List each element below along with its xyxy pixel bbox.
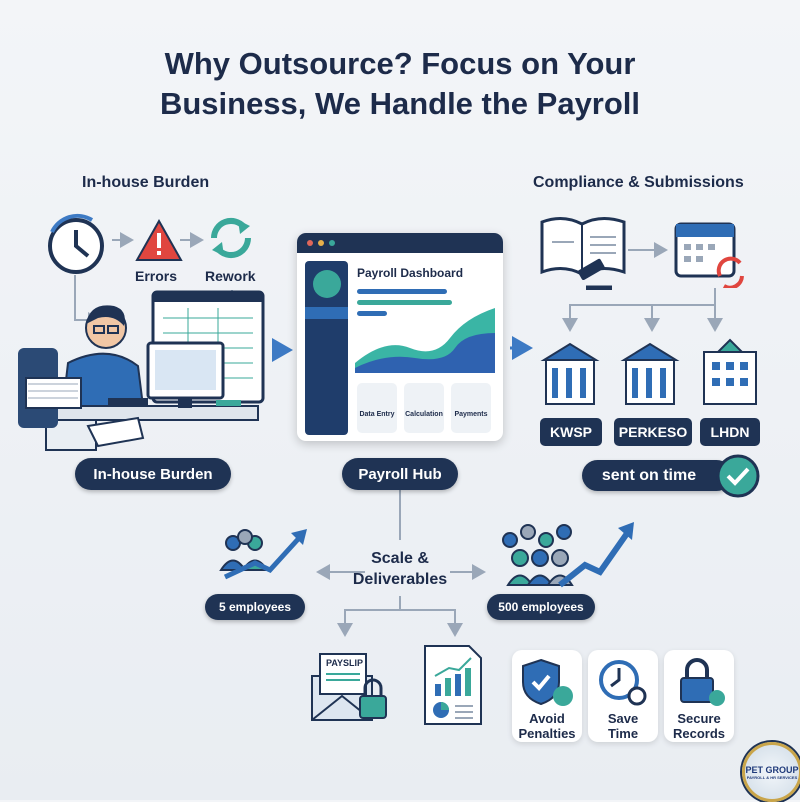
tile-label: Payments [454,411,488,418]
logo-name: PET GROUP [745,764,799,775]
clock-gear-icon [599,660,647,706]
large-team-growth-icon [502,522,634,588]
sent-on-time-pill: sent on time [582,460,732,491]
tile-data-entry[interactable]: Data Entry [357,383,397,433]
in-house-burden-pill: In-house Burden [75,458,231,490]
progress-bar [357,289,447,294]
pet-group-logo: PET GROUP PAYROLL & HR SERVICES [742,742,800,802]
kwsp-label: KWSP [540,418,602,446]
perkeso-label: PERKESO [614,418,692,446]
scale-label-line-1: Scale & [371,550,429,567]
tile-label: Calculation [405,411,443,418]
benefit-label-line-1: Avoid [529,711,565,726]
area-chart [355,308,495,373]
sidebar-item-active[interactable] [305,307,348,319]
envelope-icon [311,653,387,721]
secure-payslip-icon: PAYSLIP [310,648,390,724]
stressed-worker-illustration [18,290,265,451]
dashboard-sidebar [305,261,348,435]
scale-label-line-2: Deliverables [352,571,448,588]
close-dot [307,240,313,246]
tile-payments[interactable]: Payments [451,383,491,433]
benefit-label-line-2: Records [672,726,726,741]
government-buildings-icons [540,338,757,405]
rework-label: Rework [205,268,256,284]
scale-deliverables-label: Scale & Deliverables [330,548,470,590]
benefit-label-line-1: Secure [677,711,721,726]
large-business-pill: 500 employees [487,594,595,620]
window-titlebar [297,233,503,253]
tile-label: Data Entry [359,411,395,418]
shield-check-icon [522,658,573,706]
payroll-hub-pill: Payroll Hub [342,458,458,490]
law-book-icon [540,217,626,290]
small-business-pill: 5 employees [205,594,305,620]
rework-icon [210,217,252,259]
dashboard-title: Payroll Dashboard [357,266,464,280]
checkmark-badge-icon [716,454,760,498]
compliance-heading: Compliance & Submissions [533,174,744,191]
user-avatar-icon [312,270,341,298]
report-document-icon [424,645,482,725]
calendar-sync-icon [674,222,744,288]
progress-bar [357,311,387,316]
logo-tagline: PAYROLL & HR SERVICES [746,774,798,780]
benefit-label-line-2: Time [607,726,639,741]
page-title: Why Outsource? Focus on Your Business, W… [0,44,800,124]
payroll-dashboard-window: Payroll Dashboard Data Entry Calculation… [297,233,503,441]
in-house-heading: In-house Burden [82,174,210,191]
clock-icon [48,213,104,274]
minimize-dot [318,240,324,246]
progress-bar [357,300,452,305]
benefit-label-line-2: Penalties [518,726,576,741]
tile-calculation[interactable]: Calculation [404,383,444,433]
title-line-1: Why Outsource? Focus on Your [164,46,636,81]
title-line-2: Business, We Handle the Payroll [159,86,641,121]
maximize-dot [329,240,335,246]
payslip-label: PAYSLIP [326,658,364,668]
errors-label: Errors [135,268,178,284]
padlock-icon [680,658,725,706]
benefit-label-line-1: Save [607,711,639,726]
small-team-growth-icon [219,529,307,580]
warning-icon [135,218,183,261]
lhdn-label: LHDN [700,418,760,446]
